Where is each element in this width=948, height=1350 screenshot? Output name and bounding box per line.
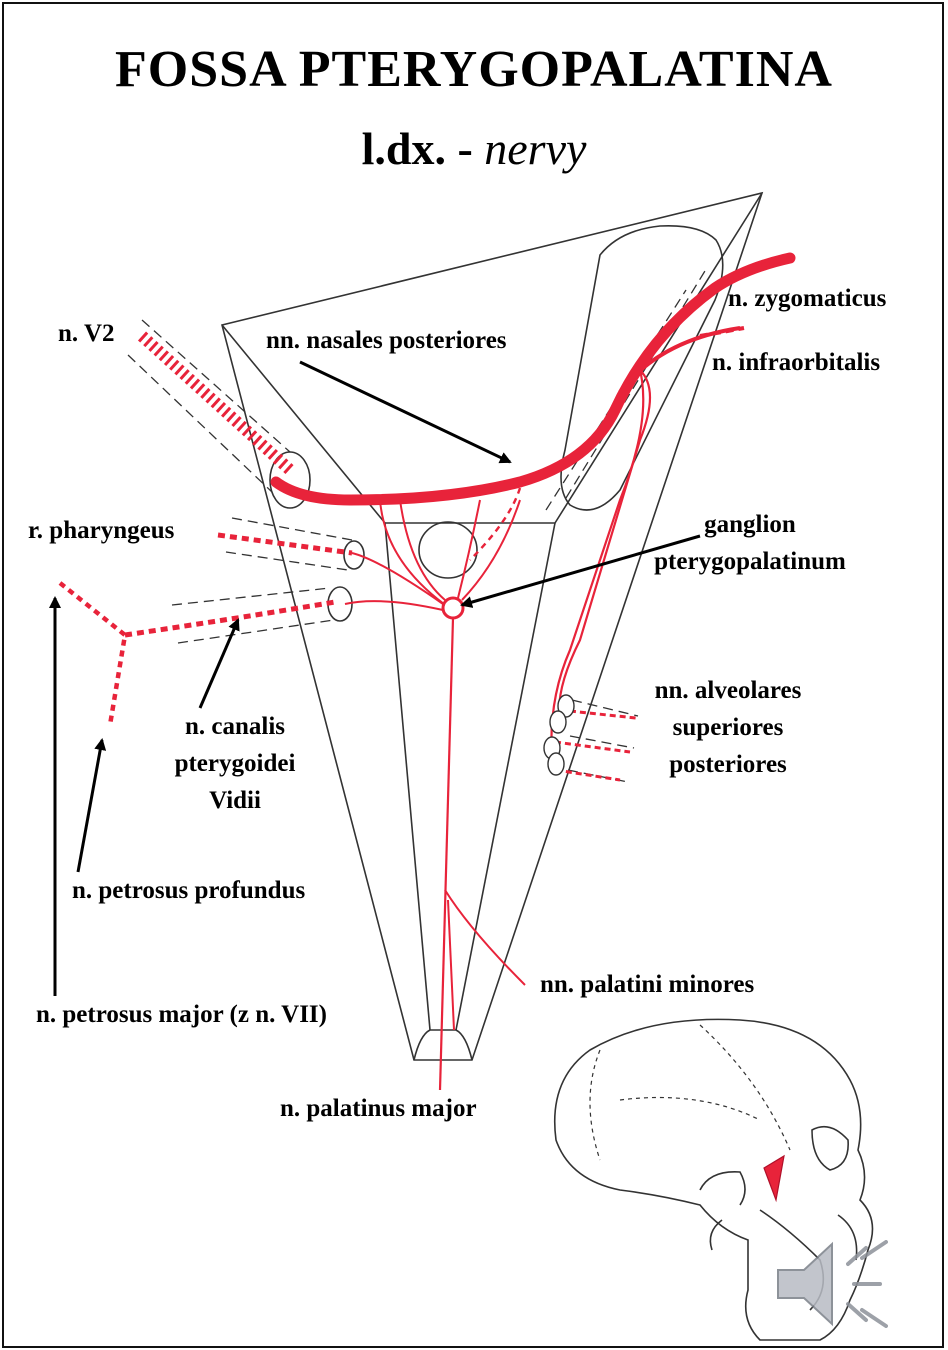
label-n-v2: n. V2 — [58, 315, 115, 352]
label-zygomaticus: n. zygomaticus — [728, 280, 886, 317]
alveolar-foramina — [544, 695, 574, 775]
nerve-petrosus-branches — [60, 583, 125, 725]
label-alveolares-line2: superiores — [608, 709, 848, 746]
arrow-petrosus-profundus — [78, 740, 102, 872]
label-ganglion: ganglion pterygopalatinum — [640, 506, 860, 580]
skull-zygomatic-arch — [700, 1172, 745, 1205]
label-alveolares-line1: nn. alveolares — [608, 672, 848, 709]
label-canalis-pterygoidei: n. canalis pterygoidei Vidii — [150, 708, 320, 819]
label-petrosus-major: n. petrosus major (z n. VII) — [36, 996, 327, 1033]
label-alveolares-line3: posteriores — [608, 746, 848, 783]
label-pharyngeus: r. pharyngeus — [28, 512, 174, 549]
nerve-canalis-pterygoidei — [125, 602, 335, 635]
label-alveolares: nn. alveolares superiores posteriores — [608, 672, 848, 783]
label-ganglion-line2: pterygopalatinum — [640, 543, 860, 580]
fossa-inner-left — [385, 523, 430, 1030]
label-infraorbitalis: n. infraorbitalis — [712, 344, 880, 381]
sphenopalatine-foramen — [419, 522, 477, 578]
nerve-pharyngeus — [218, 535, 352, 553]
label-petrosus-profundus: n. petrosus profundus — [72, 872, 305, 909]
ganglion-root-3 — [462, 500, 520, 600]
fossa-inner-right — [456, 523, 555, 1030]
arrow-nasales — [300, 362, 510, 462]
speaker-icon[interactable] — [770, 1228, 900, 1338]
nerve-palatinus-major — [440, 618, 453, 1090]
label-canalis-line1: n. canalis — [150, 708, 320, 745]
label-canalis-line2: pterygoidei — [150, 745, 320, 782]
label-canalis-line3: Vidii — [150, 782, 320, 819]
label-palatinus-major: n. palatinus major — [280, 1090, 477, 1127]
skull-orbit — [812, 1127, 848, 1170]
skull-fossa-marker — [764, 1156, 784, 1200]
ganglion-pterygopalatinum — [443, 598, 463, 618]
label-ganglion-line1: ganglion — [640, 506, 860, 543]
palatine-canal-outlet — [414, 1030, 472, 1060]
label-nasales-posteriores: nn. nasales posteriores — [266, 322, 507, 359]
speaker-icon-graphic — [770, 1228, 900, 1338]
arrow-canalis — [200, 620, 238, 708]
label-palatini-minores: nn. palatini minores — [540, 966, 754, 1003]
